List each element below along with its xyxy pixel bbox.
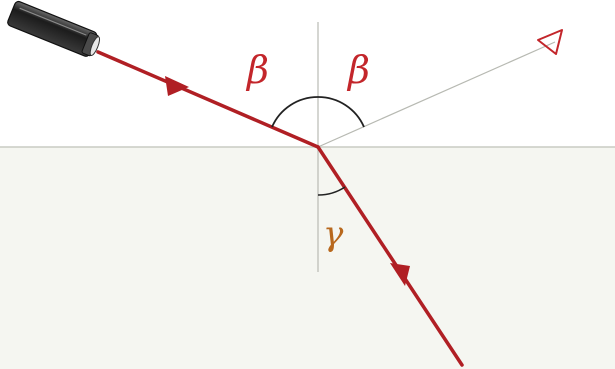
incident-ray <box>96 50 320 149</box>
refraction-angle-label: γ <box>323 214 344 254</box>
refraction-angle-arc <box>317 186 346 196</box>
arrowhead-outline-icon <box>537 29 563 55</box>
reflected-ray <box>317 41 556 148</box>
reflection-angle-label: β <box>346 48 370 92</box>
lower-medium <box>0 147 615 369</box>
refracted-ray <box>316 145 464 367</box>
refracted-arrowhead-icon <box>390 263 410 286</box>
incidence-angle-arc <box>271 96 319 128</box>
reflection-angle-arc <box>317 96 365 128</box>
incident-arrowhead-icon <box>165 76 189 96</box>
incidence-angle-label: β <box>245 48 269 92</box>
laser-pointer-icon <box>7 0 101 57</box>
